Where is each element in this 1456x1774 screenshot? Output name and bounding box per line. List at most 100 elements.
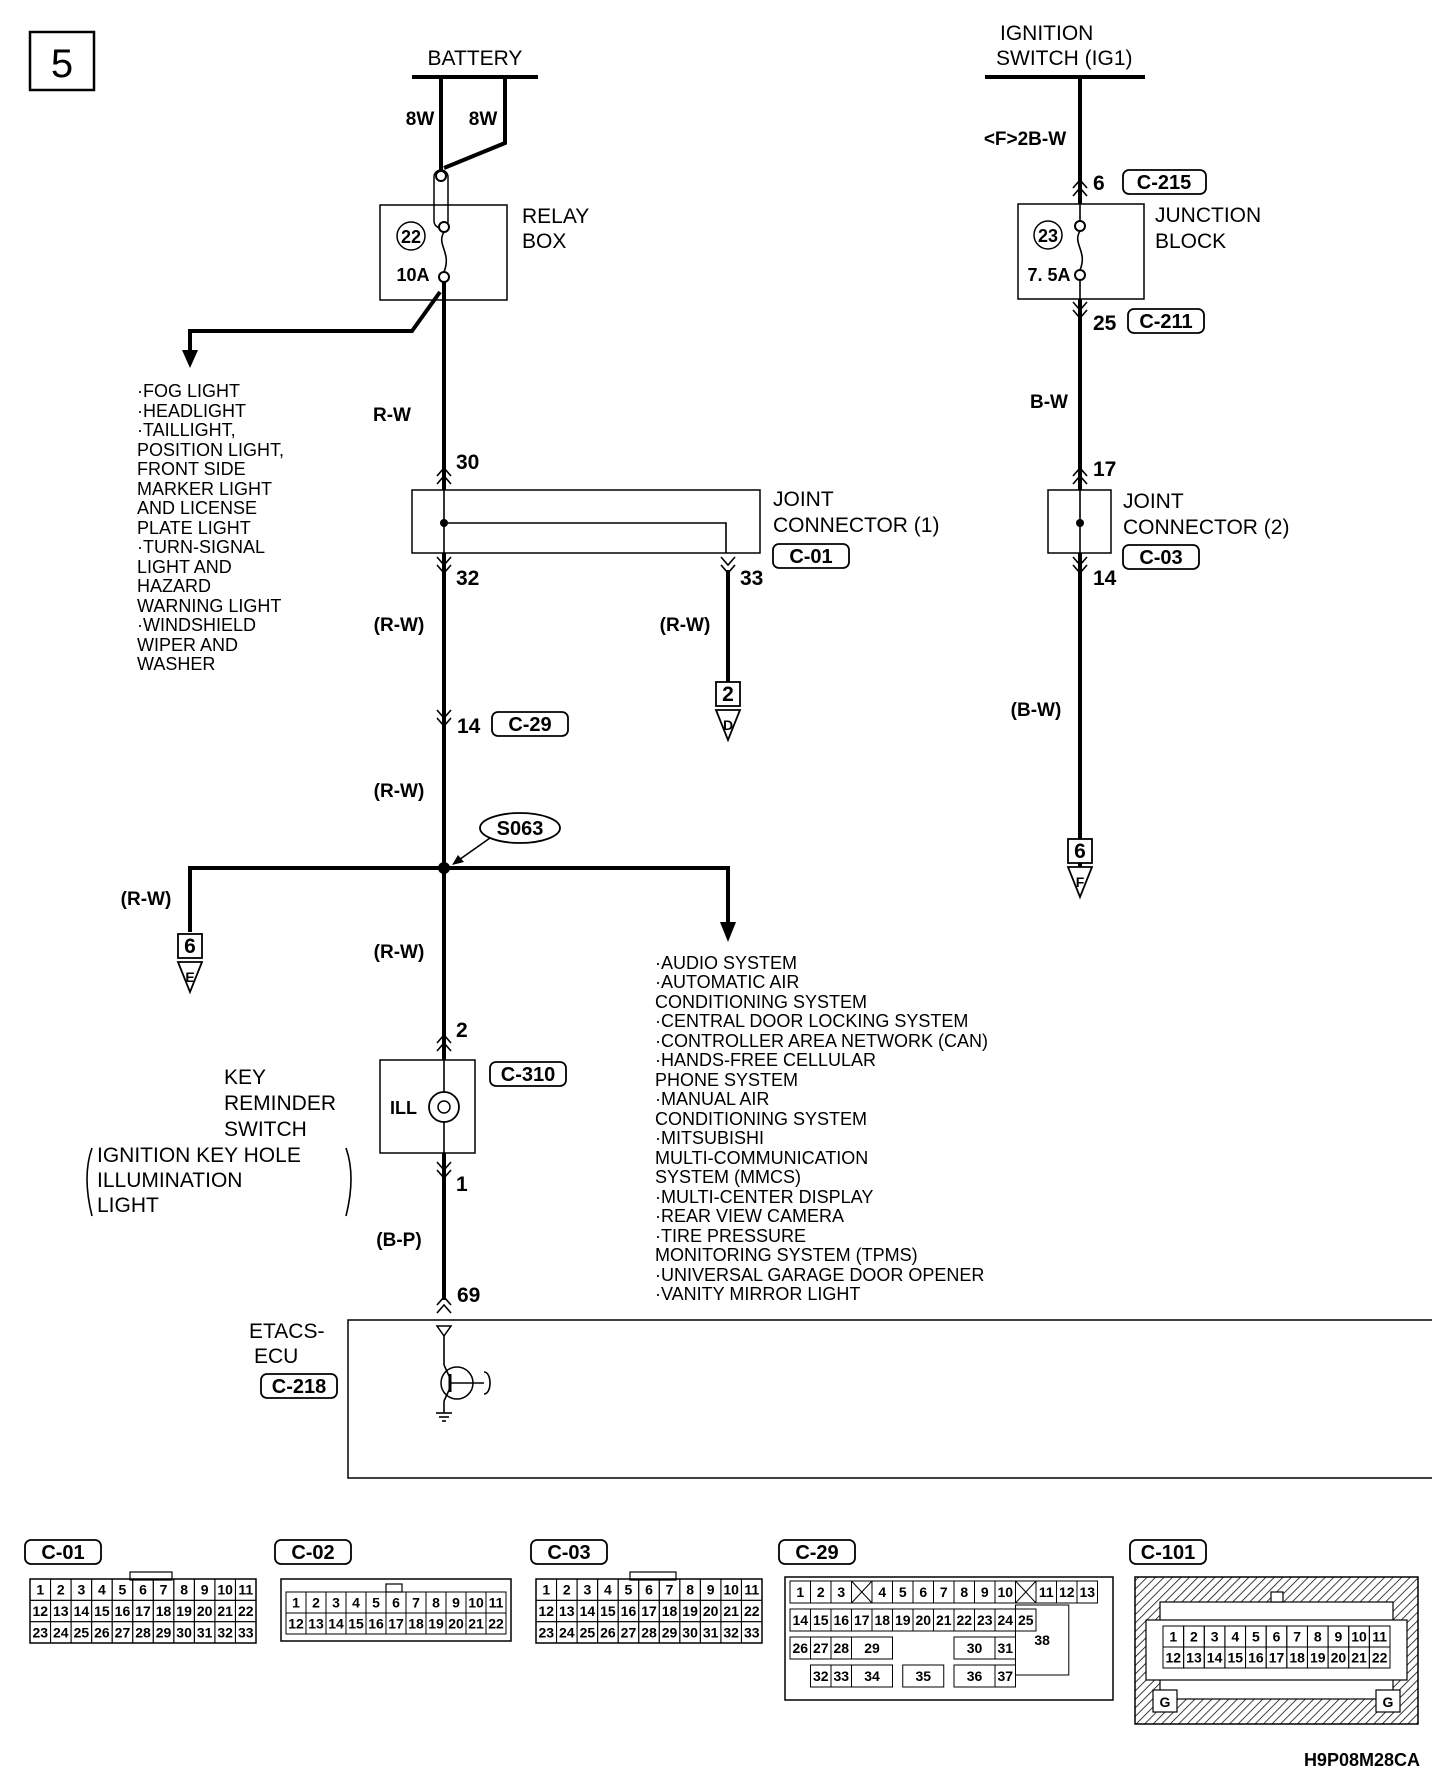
connector-pin-label: 2	[563, 1582, 571, 1598]
battery-wire-a-label: 8W	[406, 109, 435, 130]
offpage-d-box	[715, 681, 741, 707]
connector-pin-label: 28	[833, 1640, 849, 1656]
key-switch-paren-right	[345, 1147, 352, 1217]
connector-pin-label: 6	[392, 1595, 400, 1611]
relay-loads-arrow	[182, 350, 198, 368]
relay-loads-branch	[188, 290, 442, 355]
connector-pin-label: 17	[388, 1616, 404, 1632]
connector-pin-label: 22	[744, 1603, 760, 1619]
connector-pin-label: 2	[1190, 1629, 1198, 1645]
connector-pin-label: 28	[135, 1624, 151, 1640]
connector-pin-cell	[994, 1664, 1016, 1688]
connector-view-title: C-02	[291, 1542, 334, 1564]
connector-pin-label: 9	[1335, 1629, 1343, 1645]
connector-pin-cell	[851, 1636, 893, 1660]
connector-pin-label: 15	[94, 1603, 110, 1619]
relay-loads-list: ·FOG LIGHT ·HEADLIGHT ·TAILLIGHT, POSITI…	[137, 381, 284, 674]
connector-pin-label: 14	[1207, 1650, 1223, 1666]
relay-box-label-1: RELAY	[522, 205, 589, 228]
connector-pin-label: 14	[792, 1612, 808, 1628]
relay-load-line: WASHER	[137, 654, 215, 674]
ecu-connector: C-218	[272, 1376, 326, 1398]
connector-pin-label: 32	[813, 1668, 829, 1684]
splice-loads-list: ·AUDIO SYSTEM ·AUTOMATIC AIR CONDITIONIN…	[655, 953, 988, 1304]
connector-pin-label: 16	[1248, 1650, 1264, 1666]
connector-pin-label: 21	[468, 1616, 484, 1632]
offpage-e-page: 6	[184, 935, 196, 958]
jb-fuse-terminal-top	[1074, 220, 1086, 232]
c29-connector: C-29	[508, 714, 551, 736]
battery-terminal	[435, 170, 447, 182]
c101-ground-right: G	[1383, 1694, 1394, 1710]
connector-pin-label: 3	[583, 1582, 591, 1598]
jb-fuse-number-circle	[1033, 220, 1063, 250]
connector-pin-label: 31	[997, 1640, 1013, 1656]
lamp-filament-icon	[437, 1100, 451, 1114]
connector-pin-label: 21	[1351, 1650, 1367, 1666]
relay-fuse-number: 22	[401, 227, 421, 247]
offpage-f-triangle	[1066, 866, 1094, 900]
connector-pin-label: 24	[997, 1612, 1013, 1628]
connector-pin-label: 32	[723, 1624, 739, 1640]
connector-pin-label: 27	[115, 1624, 131, 1640]
connector-pin-label: 10	[468, 1595, 484, 1611]
connector-pin-label: 10	[1351, 1629, 1367, 1645]
splice-load-line: ·REAR VIEW CAMERA	[655, 1206, 844, 1226]
connector-pin-label: 17	[1269, 1650, 1285, 1666]
jc1-label-2: CONNECTOR (1)	[773, 514, 939, 537]
connector-pin-label: 19	[428, 1616, 444, 1632]
jc2-connector-badge	[1122, 544, 1200, 570]
ignition-label-1: IGNITION	[1000, 22, 1093, 45]
connector-pin-label: 28	[641, 1624, 657, 1640]
splice-pointer	[455, 837, 491, 863]
connector-pin-label: 7	[666, 1582, 674, 1598]
connector-pin-label: 11	[489, 1595, 504, 1611]
c101-ground-left: G	[1160, 1694, 1171, 1710]
relay-load-line: ·TAILLIGHT,	[137, 420, 236, 440]
relay-fuse-element	[440, 231, 448, 273]
connector-pin-label: 4	[1231, 1629, 1239, 1645]
connector-pin-label: 5	[1252, 1629, 1260, 1645]
connector-pin-label: 12	[1166, 1650, 1182, 1666]
offpage-e-letter: E	[185, 969, 194, 985]
connector-pin-label: 1	[36, 1582, 44, 1598]
connector-pin-label: 34	[864, 1668, 880, 1684]
connector-pin-label: 29	[662, 1624, 678, 1640]
relay-load-line: POSITION LIGHT,	[137, 440, 284, 460]
relay-load-line: FRONT SIDE	[137, 459, 246, 479]
relay-out-wire-label: R-W	[373, 405, 411, 426]
connector-pin-label: 18	[408, 1616, 424, 1632]
key-switch-title-line: SWITCH	[224, 1118, 307, 1141]
connector-pin-label: 20	[448, 1616, 464, 1632]
key-switch-connector-badge	[489, 1061, 567, 1087]
jc1-pin-out-left: 32	[456, 567, 479, 590]
splice-load-line: ·AUTOMATIC AIR	[655, 972, 799, 992]
connector-pin-label: 21	[936, 1612, 952, 1628]
connector-pin-label: 25	[580, 1624, 596, 1640]
jc2-label-1: JOINT	[1123, 490, 1184, 513]
splice-right-branch	[444, 866, 730, 928]
connector-pin-label: 16	[621, 1603, 637, 1619]
offpage-d-page: 2	[722, 683, 734, 706]
connector-pin-label: 20	[1331, 1650, 1347, 1666]
connector-pin-label: 11	[1039, 1584, 1054, 1600]
jc1-box	[411, 489, 761, 554]
connector-pin-label: 10	[217, 1582, 233, 1598]
ignition-feed-wire-label: <F>2B-W	[984, 129, 1066, 150]
connector-pin-label: 4	[352, 1595, 360, 1611]
connector-pin-label: 24	[53, 1624, 69, 1640]
jc2-label-2: CONNECTOR (2)	[1123, 516, 1289, 539]
connector-pin-label: 22	[956, 1612, 972, 1628]
key-switch-sub-line: ILLUMINATION	[97, 1169, 242, 1192]
connector-pin-label: 13	[559, 1603, 575, 1619]
connector-pin-label: 30	[967, 1640, 983, 1656]
key-switch-sub-line: LIGHT	[97, 1194, 159, 1217]
connector-pin-label: 20	[703, 1603, 719, 1619]
connector-pin-label: 17	[135, 1603, 151, 1619]
connector-pin-label: 5	[899, 1584, 907, 1600]
